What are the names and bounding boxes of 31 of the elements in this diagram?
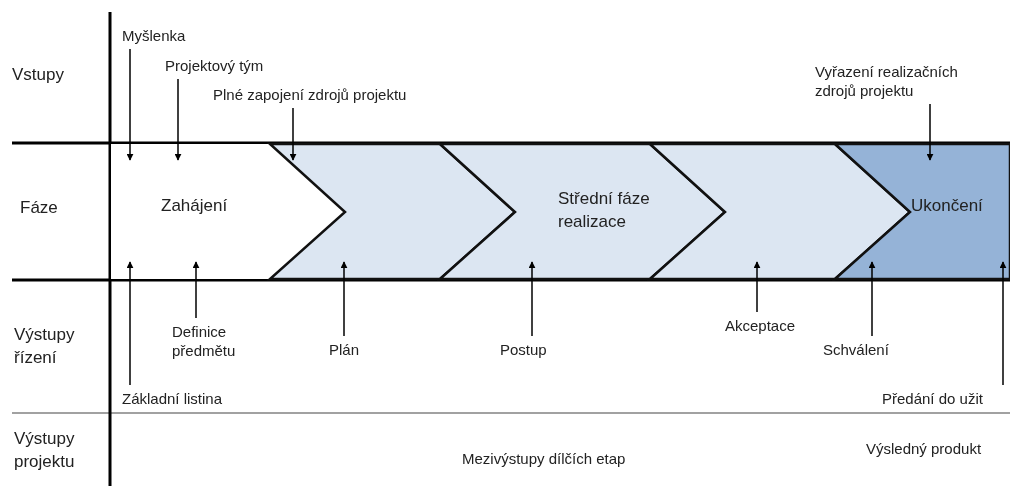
arrow — [340, 261, 348, 337]
row-header: Výstupy řízení — [14, 324, 76, 369]
arrow — [126, 48, 134, 161]
arrow — [868, 261, 876, 337]
input-label: Plné zapojení zdrojů projektu — [213, 85, 473, 104]
row-header: Výstupy projektu — [14, 428, 76, 473]
arrow — [753, 261, 761, 313]
output-label: Mezivýstupy dílčích etap — [462, 449, 627, 469]
arrow — [126, 261, 134, 386]
output-label: Výsledný produkt — [866, 439, 983, 459]
arrow — [174, 78, 182, 161]
output-label: Definice předmětu — [172, 322, 267, 360]
output-label: Akceptace — [725, 316, 820, 335]
arrow — [289, 107, 297, 161]
phase-label: Ukončení — [911, 195, 984, 217]
arrow — [926, 103, 934, 161]
output-label: Postup — [500, 340, 570, 359]
phase-label: Střední fáze realizace — [558, 188, 651, 233]
row-header: Vstupy — [12, 64, 65, 86]
input-label: Myšlenka — [122, 26, 222, 45]
output-label: Základní listina — [122, 389, 262, 408]
phase-label: Zahájení — [161, 195, 229, 217]
arrow — [192, 261, 200, 319]
output-label: Předání do užit — [882, 389, 1010, 408]
output-label: Schválení — [823, 340, 913, 359]
row-header: Fáze — [20, 197, 59, 219]
arrow — [999, 261, 1007, 386]
arrow — [528, 261, 536, 337]
input-label: Vyřazení realizačních zdrojů projektu — [815, 62, 995, 100]
input-label: Projektový tým — [165, 56, 305, 75]
output-label: Plán — [329, 340, 369, 359]
